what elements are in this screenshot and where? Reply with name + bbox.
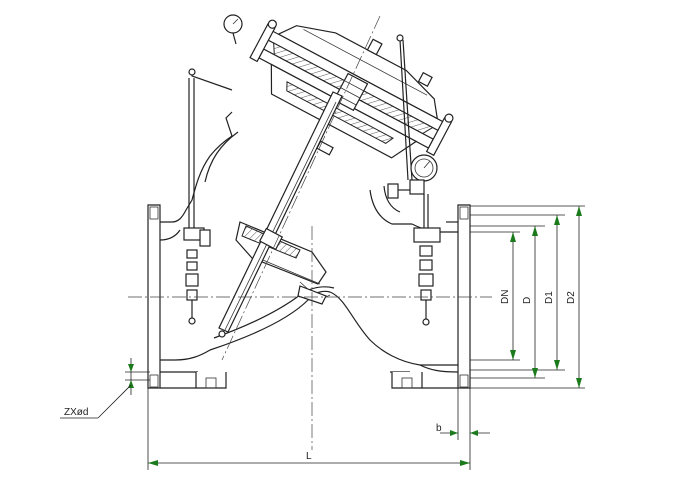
label-d2: D2 — [566, 291, 577, 304]
flange-thickness-dimension: b — [436, 388, 490, 440]
label-bolt-holes: ZXød — [64, 407, 88, 418]
valve-body — [147, 111, 471, 389]
right-pilot-line — [387, 34, 441, 326]
bolt-hole-dimension: ZXød — [60, 358, 150, 419]
left-pilot-line — [183, 68, 233, 325]
left-flange — [147, 204, 161, 389]
label-d: D — [522, 297, 533, 304]
length-dimension: L — [147, 388, 471, 470]
right-flange — [457, 204, 471, 389]
left-foot — [195, 372, 227, 389]
label-d1: D1 — [544, 291, 555, 304]
label-l: L — [306, 451, 312, 462]
right-foot — [391, 372, 423, 389]
bonnet — [249, 19, 454, 159]
diameter-dimensions: DN D D1 D2 — [470, 205, 585, 389]
label-dn: DN — [500, 290, 511, 304]
label-b: b — [436, 423, 442, 434]
center-lines — [128, 15, 492, 450]
gauge-top — [223, 14, 243, 45]
